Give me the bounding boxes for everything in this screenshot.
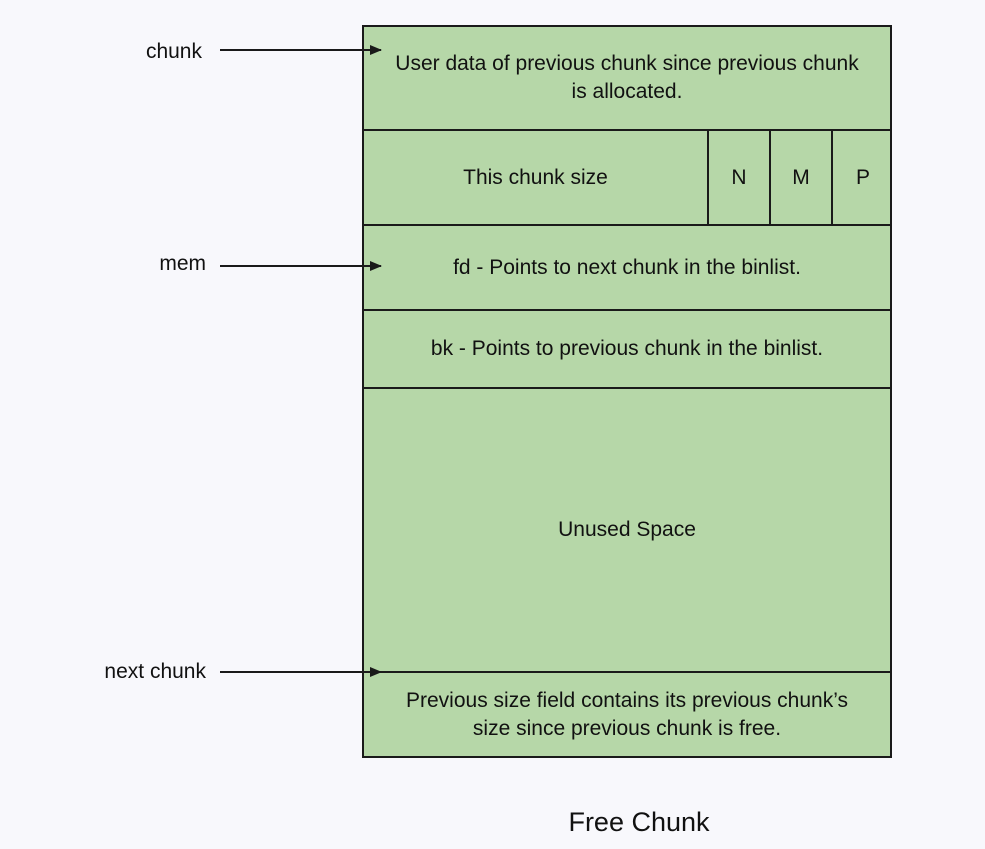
bk-text: bk - Points to previous chunk in the bin…	[430, 337, 824, 360]
user-data-text: User data of previous chunk since previo…	[395, 52, 859, 103]
unused-space-row: Unused Space	[362, 387, 892, 673]
mem-pointer-label: mem	[159, 252, 206, 275]
prev-size-row: Previous size field contains its previou…	[362, 671, 892, 758]
flag-p-cell: P	[831, 131, 893, 224]
unused-space-text: Unused Space	[558, 518, 696, 541]
chunk-size-row: This chunk size N M P	[362, 129, 892, 226]
next-chunk-pointer-label: next chunk	[104, 660, 206, 683]
fd-text: fd - Points to next chunk in the binlist…	[453, 255, 801, 279]
diagram-caption: Free Chunk	[568, 807, 710, 837]
fd-row: fd - Points to next chunk in the binlist…	[362, 224, 892, 311]
chunk-pointer-label: chunk	[145, 40, 202, 63]
user-data-row: User data of previous chunk since previo…	[362, 25, 892, 131]
chunk-size-label: This chunk size	[463, 165, 608, 189]
prev-size-text: Previous size field contains its previou…	[406, 688, 848, 740]
flag-m-cell: M	[769, 131, 831, 224]
bk-row: bk - Points to previous chunk in the bin…	[362, 309, 892, 389]
flag-n-cell: N	[707, 131, 769, 224]
